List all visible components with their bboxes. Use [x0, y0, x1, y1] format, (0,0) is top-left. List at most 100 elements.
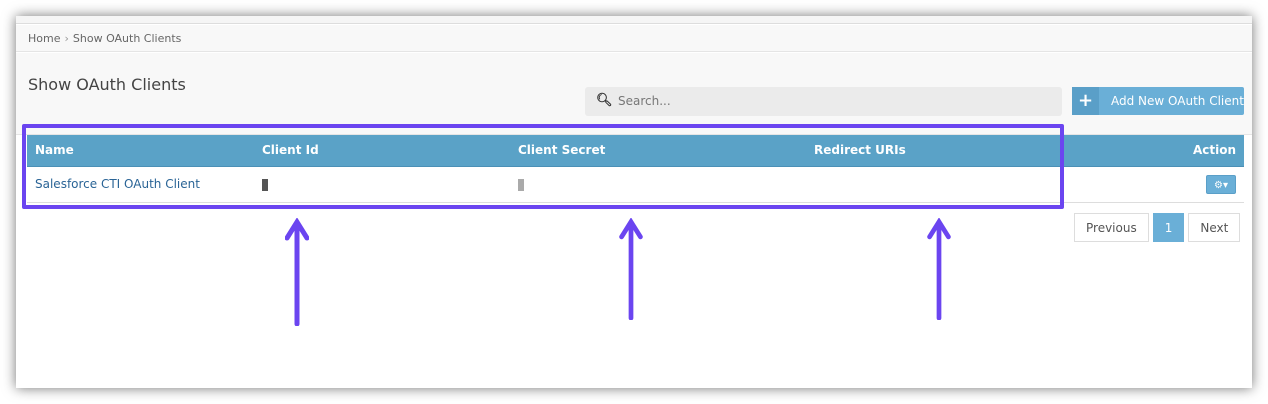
redaction-pixel: [898, 178, 904, 191]
redaction-pixel: [668, 178, 674, 191]
redaction-pixel: [394, 178, 400, 191]
redaction-pixel: [304, 178, 310, 191]
redaction-pixel: [400, 178, 406, 191]
redaction-pixel: [358, 178, 364, 191]
redaction-pixel: [328, 178, 334, 191]
redaction-pixel: [448, 178, 454, 191]
redaction-pixel: [370, 178, 376, 191]
action-dropdown-button[interactable]: ⚙▾: [1206, 174, 1236, 194]
redaction-pixel: [904, 178, 910, 191]
redaction-pixel: [524, 178, 530, 191]
client-name-link[interactable]: Salesforce CTI OAuth Client: [35, 177, 200, 191]
arrow-up-icon: [285, 218, 309, 326]
redaction-pixel: [382, 178, 388, 191]
redaction-pixel: [388, 178, 394, 191]
redaction-pixel: [566, 178, 572, 191]
breadcrumb: Home›Show OAuth Clients: [16, 25, 1252, 52]
redaction-pixel: [346, 178, 352, 191]
table-row: Salesforce CTI OAuth Client ⚙▾: [27, 166, 1244, 203]
redaction-pixel: [862, 178, 868, 191]
redaction-pixel: [868, 178, 874, 191]
redaction-pixel: [412, 178, 418, 191]
redaction-pixel: [620, 178, 626, 191]
redaction-pixel: [418, 178, 424, 191]
redaction-pixel: [940, 178, 946, 191]
search-icon: 🔍︎: [596, 93, 613, 108]
redaction-pixel: [880, 178, 886, 191]
redaction-pixel: [656, 178, 662, 191]
redaction-pixel: [542, 178, 548, 191]
redaction-pixel: [274, 178, 280, 191]
redaction-pixel: [650, 178, 656, 191]
redaction-pixel: [928, 178, 934, 191]
breadcrumb-home[interactable]: Home: [28, 32, 61, 45]
redaction-pixel: [280, 178, 286, 191]
redaction-pixel: [970, 178, 976, 191]
redaction-pixel: [298, 178, 304, 191]
breadcrumb-current: Show OAuth Clients: [72, 32, 182, 45]
redaction-pixel: [916, 178, 922, 191]
redaction-pixel: [376, 178, 382, 191]
redaction-pixel: [704, 178, 710, 191]
redaction-pixel: [596, 178, 602, 191]
app-window: Home›Show OAuth Clients Show OAuth Clien…: [16, 16, 1252, 388]
redaction-pixel: [922, 178, 928, 191]
redaction-pixel: [424, 178, 430, 191]
redaction-pixel: [602, 178, 608, 191]
redaction-pixel: [662, 178, 668, 191]
search-input[interactable]: 🔍︎ Search...: [585, 87, 1062, 116]
redaction-pixel: [584, 178, 590, 191]
redaction-pixel: [536, 178, 542, 191]
arrow-up-icon: [619, 218, 643, 320]
pagination: Previous 1 Next: [1074, 213, 1244, 242]
redaction-pixel: [340, 178, 346, 191]
redaction-pixel: [934, 178, 940, 191]
add-oauth-client-button[interactable]: + Add New OAuth Client: [1072, 87, 1244, 115]
client-secret-redacted: [518, 178, 710, 191]
redaction-pixel: [976, 178, 982, 191]
redaction-pixel: [268, 178, 274, 191]
redaction-pixel: [910, 178, 916, 191]
redaction-pixel: [590, 178, 596, 191]
redaction-pixel: [322, 178, 328, 191]
redaction-pixel: [638, 178, 644, 191]
top-strip: [16, 16, 1252, 24]
redaction-pixel: [964, 178, 970, 191]
header-client-id: Client Id: [254, 135, 510, 167]
oauth-clients-table: Name Client Id Client Secret Redirect UR…: [27, 135, 1244, 203]
redaction-pixel: [952, 178, 958, 191]
header-action: Action: [1144, 135, 1244, 167]
redaction-pixel: [518, 178, 524, 191]
redaction-pixel: [820, 178, 826, 191]
caret-down-icon: ▾: [1222, 179, 1228, 191]
header-name: Name: [27, 135, 254, 167]
redaction-pixel: [578, 178, 584, 191]
redaction-pixel: [352, 178, 358, 191]
breadcrumb-separator: ›: [64, 32, 69, 45]
redaction-pixel: [614, 178, 620, 191]
search-placeholder: Search...: [618, 94, 671, 108]
redaction-pixel: [674, 178, 680, 191]
redaction-pixel: [316, 178, 322, 191]
redaction-pixel: [430, 178, 436, 191]
page-1-button[interactable]: 1: [1152, 213, 1185, 242]
client-id-redacted: [262, 178, 454, 191]
redaction-pixel: [958, 178, 964, 191]
redaction-pixel: [838, 178, 844, 191]
redaction-pixel: [572, 178, 578, 191]
redaction-pixel: [698, 178, 704, 191]
next-page-button[interactable]: Next: [1188, 213, 1241, 242]
gear-icon: ⚙: [1214, 179, 1223, 191]
redaction-pixel: [686, 178, 692, 191]
redirect-uris-redacted: [814, 178, 1006, 191]
redaction-pixel: [994, 178, 1000, 191]
previous-page-button[interactable]: Previous: [1074, 213, 1149, 242]
redaction-pixel: [554, 178, 560, 191]
page-title: Show OAuth Clients: [28, 75, 186, 94]
redaction-pixel: [988, 178, 994, 191]
redaction-pixel: [680, 178, 686, 191]
redaction-pixel: [286, 178, 292, 191]
redaction-pixel: [1000, 178, 1006, 191]
arrow-up-icon: [927, 218, 951, 320]
redaction-pixel: [892, 178, 898, 191]
